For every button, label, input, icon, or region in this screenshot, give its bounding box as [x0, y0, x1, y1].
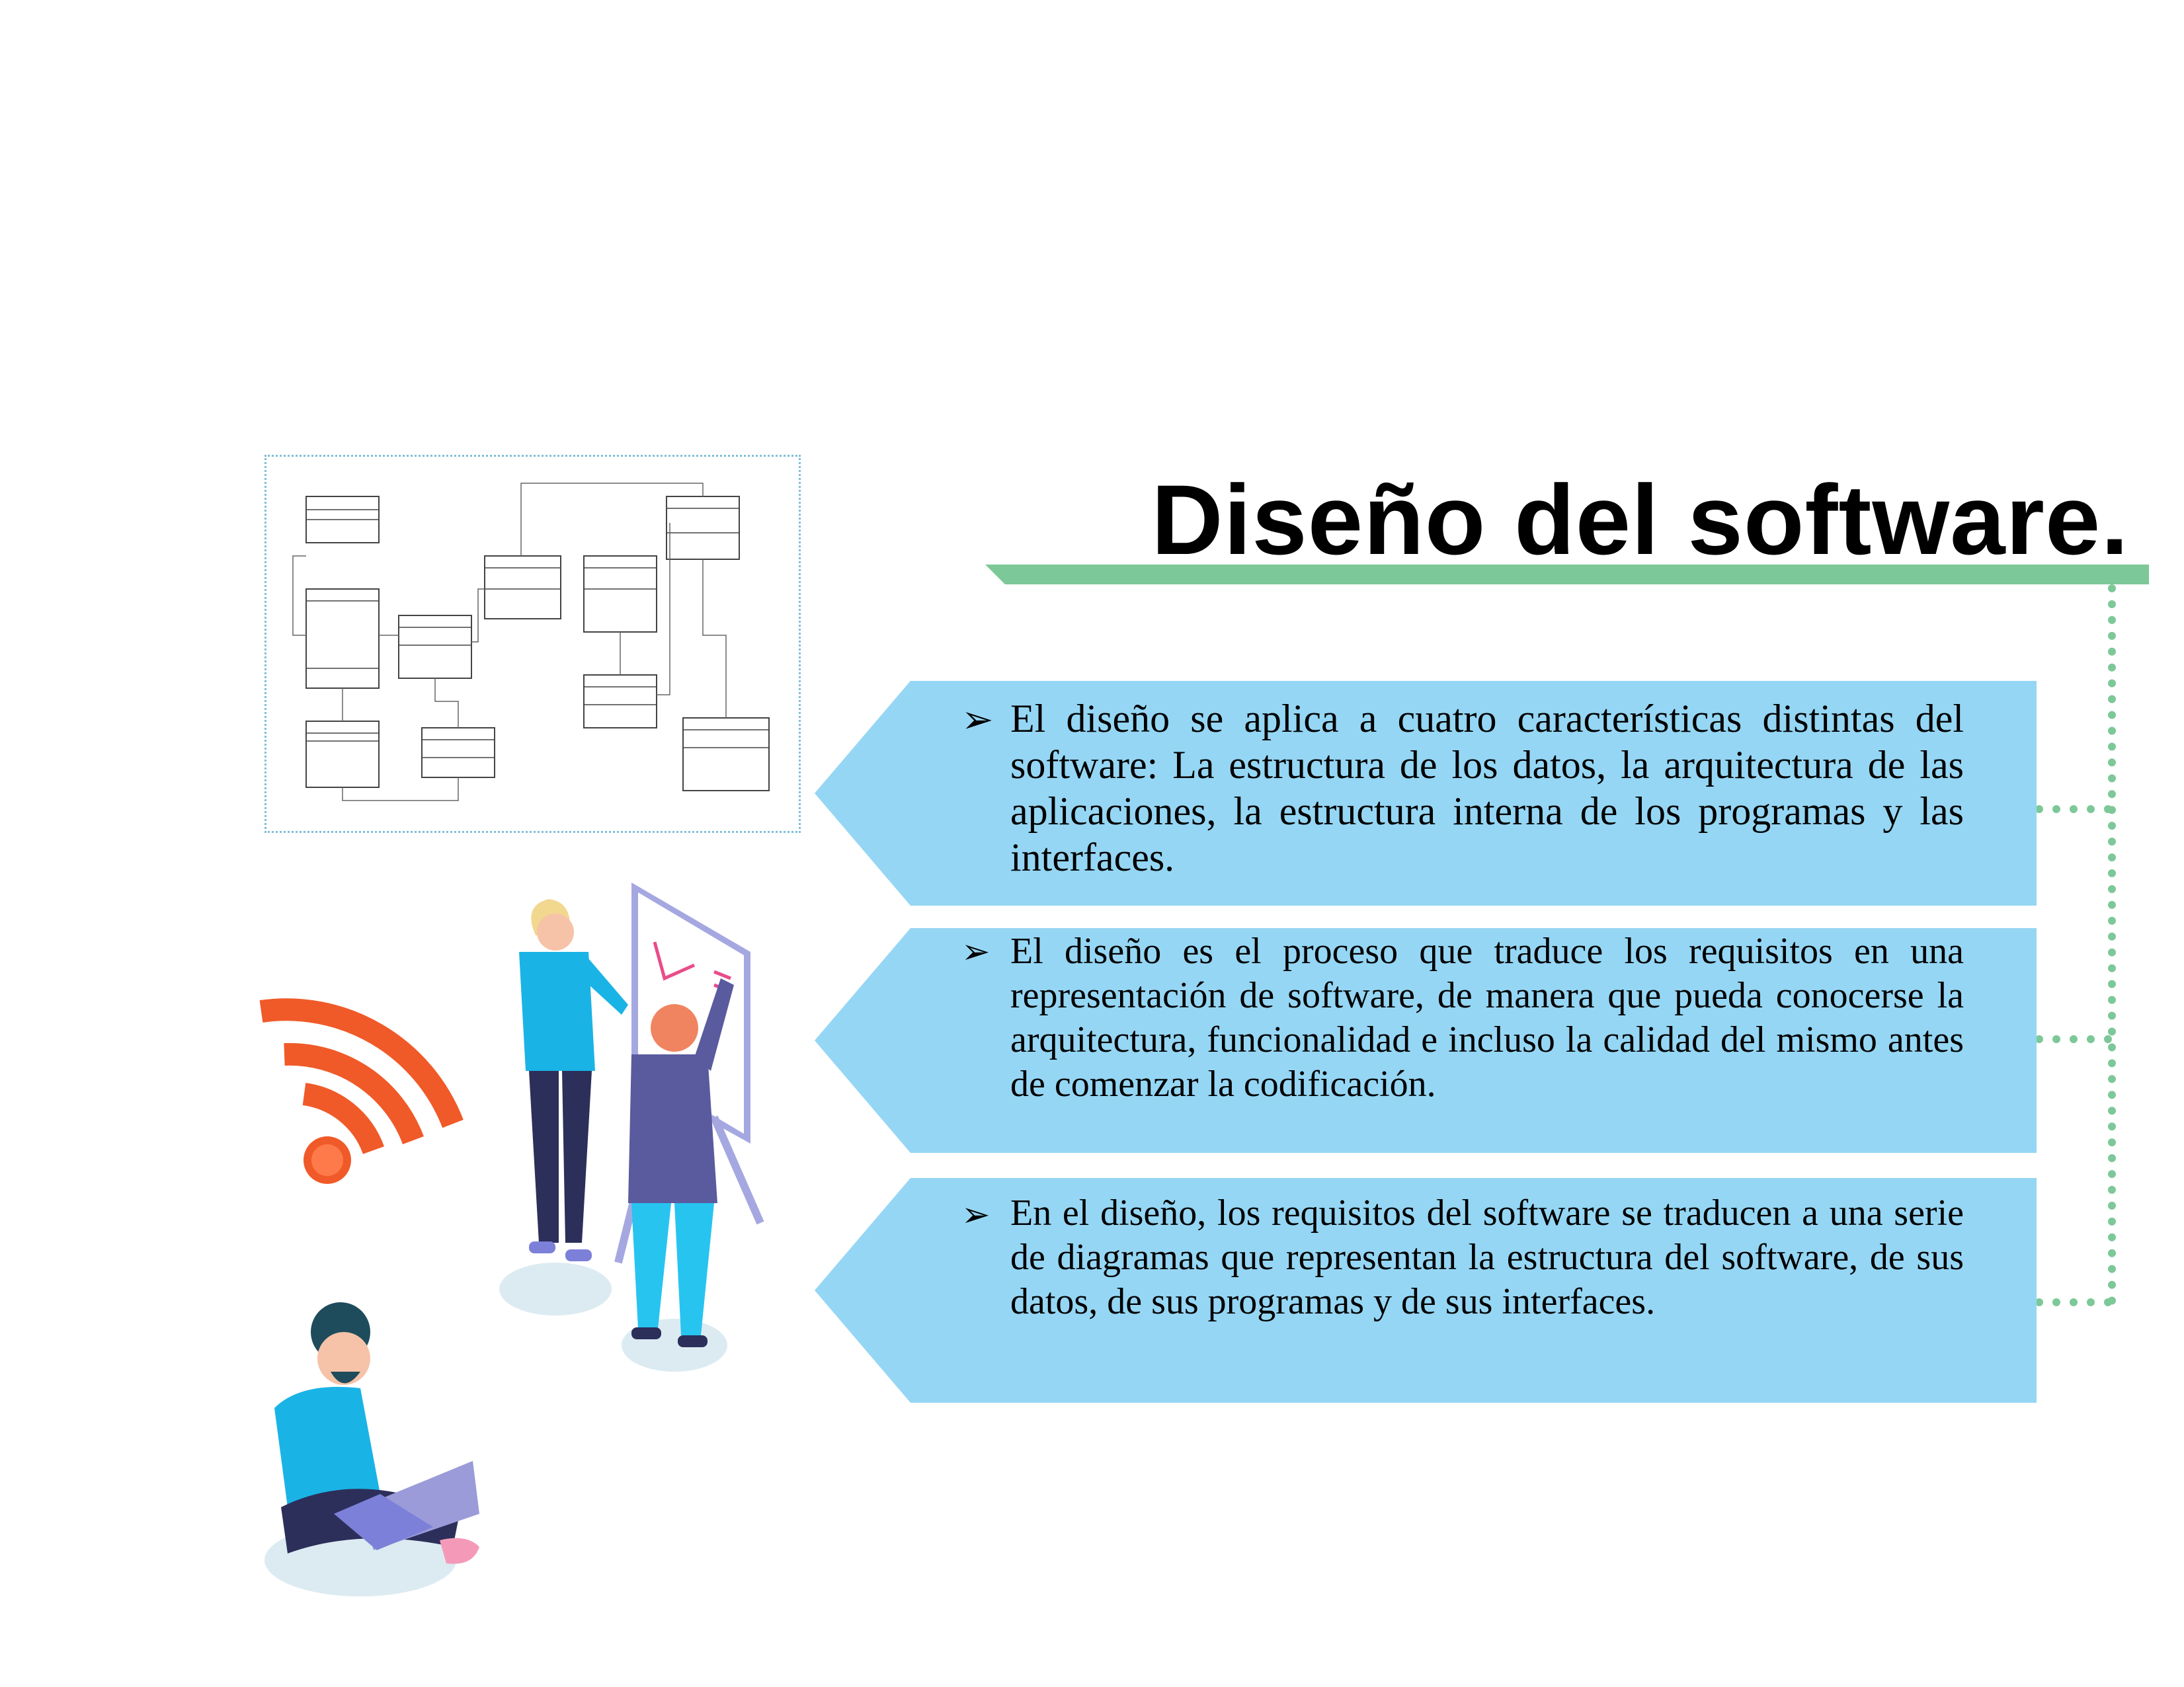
card-2-text: El diseño es el proceso que traduce los … [1010, 931, 1964, 1105]
arrow-bullet-icon: ➢ [961, 697, 994, 742]
title-underline [985, 565, 2149, 584]
connector-card-3 [2035, 1298, 2112, 1306]
connector-card-2 [2035, 1035, 2112, 1043]
card-1-text: El diseño se aplica a cuatro característ… [1010, 697, 1964, 879]
person-with-laptop-illustration [264, 1302, 479, 1596]
uml-class-diagram-icon [292, 483, 770, 801]
connector-vertical [2108, 584, 2116, 1305]
uml-diagram-image [264, 455, 801, 833]
page-title: Diseño del software. [1151, 464, 2129, 575]
arrow-bullet-icon: ➢ [961, 932, 991, 972]
wifi-icon [259, 998, 464, 1184]
arrow-bullet-icon: ➢ [961, 1195, 991, 1235]
people-at-whiteboard-illustration [499, 883, 764, 1372]
info-card-1: ➢ El diseño se aplica a cuatro caracterí… [815, 681, 2037, 906]
info-card-2: ➢ El diseño es el proceso que traduce lo… [815, 928, 2037, 1153]
card-3-text: En el diseño, los requisitos del softwar… [1010, 1193, 1964, 1322]
info-card-3: ➢ En el diseño, los requisitos del softw… [815, 1178, 2037, 1403]
connector-card-1 [2035, 805, 2112, 813]
